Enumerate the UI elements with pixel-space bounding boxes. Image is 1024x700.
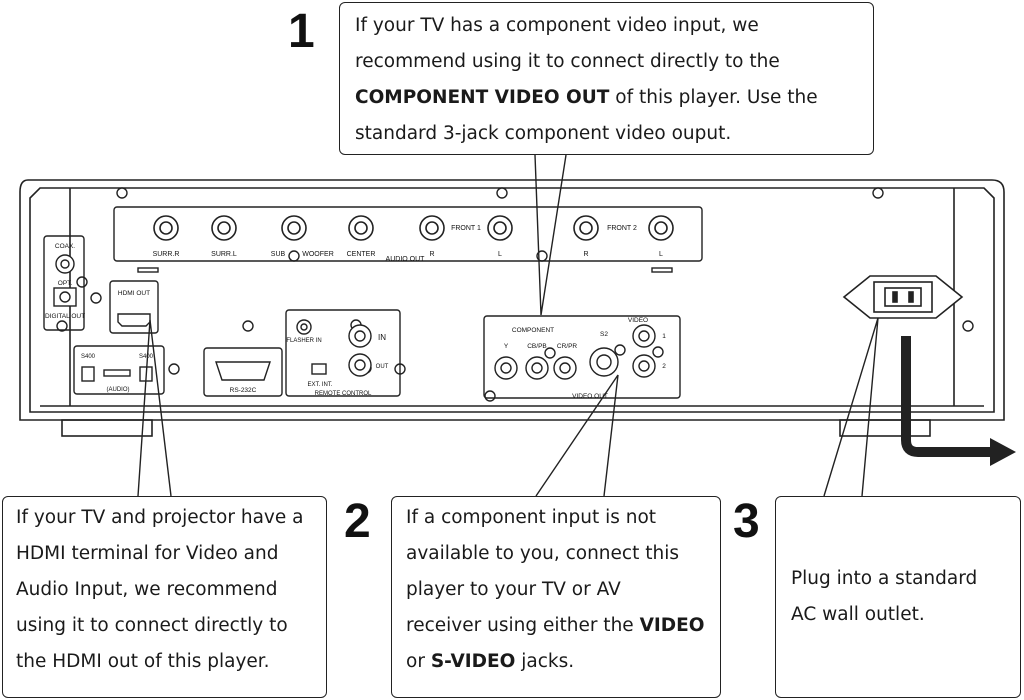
step-1-number: 1 [288,5,315,58]
step-3-callout: Plug into a standard AC wall outlet. [775,496,1021,698]
center-label: CENTER [347,251,376,258]
audio-out-label: AUDIO OUT [386,256,426,263]
front2-l-label: L [659,251,663,258]
front1-r-label: R [429,251,434,258]
step-2-text-line: If a component input is not [406,507,657,528]
step-2-text-emphasis: VIDEO [639,615,705,636]
sub-label: SUB [271,251,286,258]
s400-a-label: S400 [81,354,96,360]
step-2-callout: If a component input is not available to … [391,496,721,698]
step-1-text-line: If your TV has a component video input, … [355,15,759,36]
step-2-text-line: player to your TV or AV [406,579,621,600]
front1-label: FRONT 1 [451,225,481,232]
surr-r-label: SURR.R [153,251,180,258]
hdmi-text-line: HDMI terminal for Video and [16,543,279,564]
step-3-text-line: AC wall outlet. [791,604,925,625]
hdmi-text-line: If your TV and projector have a [16,507,304,528]
ac-inlet [842,275,964,319]
digital-out-panel [43,235,85,331]
remote-control-panel [285,309,401,397]
cb-pb-label: CB/PB [527,343,547,350]
hdmi-callout: If your TV and projector have a HDMI term… [2,496,327,698]
hdmi-text-line: the HDMI out of this player. [16,651,270,672]
coax-label: COAX. [55,243,75,250]
step-3-text-line: Plug into a standard [791,568,978,589]
audio-jacks [153,215,674,241]
video-1-label: 1 [662,333,666,340]
component-label: COMPONENT [512,327,554,334]
flasher-in-label: FLASHER IN [286,338,321,344]
hdmi-text-line: Audio Input, we recommend [16,579,278,600]
video-2-label: 2 [662,363,666,370]
audio-out-panel [113,206,703,273]
digital-out-label: DIGITAL OUT [45,313,85,320]
step-2-number: 2 [344,495,371,548]
step-2-text-emphasis: S-VIDEO [430,651,516,672]
step-2-text-line: receiver using either the VIDEO [406,615,705,636]
rs232c-label: RS-232C [230,387,257,394]
remote-in-label: IN [378,333,386,342]
surr-l-label: SURR.L [211,251,237,258]
video-out-panel [483,315,681,399]
cr-pr-label: CR/PR [557,343,578,350]
callout-pointers [137,154,879,497]
step-2-text-line: available to you, connect this [406,543,679,564]
woofer-label: WOOFER [302,251,334,258]
opt-label: OPT. [58,280,73,287]
audio-label: (AUDIO) [107,387,130,393]
s2-label: S2 [600,331,608,338]
y-label: Y [504,343,509,350]
remote-control-label: REMOTE CONTROL [315,391,372,397]
rs232c-panel [203,347,283,397]
player-chassis [19,179,1005,437]
ext-int-label: EXT. INT. [307,382,332,388]
video-out-label: VIDEO OUT [572,393,608,400]
step-3-number: 3 [733,495,760,548]
front1-l-label: L [498,251,502,258]
front2-r-label: R [583,251,588,258]
hdmi-text-line: using it to connect directly to [16,615,288,636]
remote-out-label: OUT [376,364,389,370]
s400-b-label: S400 [139,354,154,360]
step-1-text-line: standard 3-jack component video ouput. [355,123,732,144]
power-cord-arrow [901,336,1016,466]
step-2-text-line: or S-VIDEO jacks. [406,651,575,672]
hdmi-out-panel [109,280,159,334]
step-1-text-line: recommend using it to connect directly t… [355,51,780,72]
step-1-text-emphasis: COMPONENT VIDEO OUT [355,87,610,108]
hdmi-out-label: HDMI OUT [118,290,150,297]
video-label: VIDEO [628,317,648,324]
front2-label: FRONT 2 [607,225,637,232]
step-1-text-line: COMPONENT VIDEO OUT of this player. Use … [355,87,818,108]
step-1-callout: If your TV has a component video input, … [339,2,874,155]
